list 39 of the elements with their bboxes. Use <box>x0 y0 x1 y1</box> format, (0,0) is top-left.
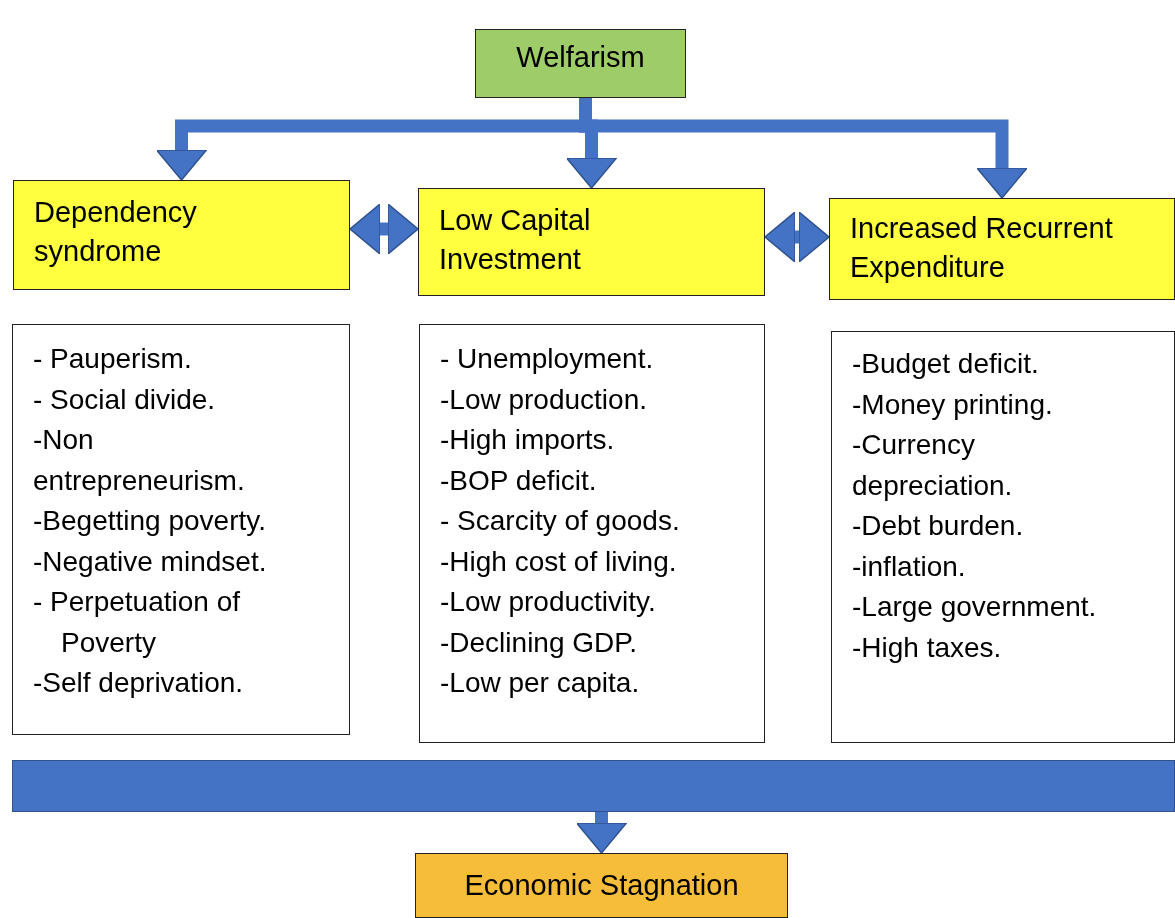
result-box <box>415 853 788 918</box>
node-title: Low Capital Investment <box>439 203 592 278</box>
root-box <box>475 29 686 98</box>
list-item: -High cost of living. <box>440 544 678 579</box>
block-arrow <box>575 812 628 854</box>
list-item: - Perpetuation of Poverty <box>33 585 242 660</box>
list-item: -Low productivity. <box>440 585 657 619</box>
list-item: -High imports. <box>440 423 616 457</box>
list-item: -Non entrepreneurism. <box>33 423 246 498</box>
cause-box <box>829 198 1175 300</box>
list-item: -BOP deficit. <box>440 463 598 498</box>
list-box <box>12 324 350 735</box>
list-item: -Budget deficit. <box>852 347 1040 381</box>
list-item: -Large government. <box>852 590 1098 624</box>
list-box <box>831 331 1175 743</box>
list-item: -Self deprivation. <box>33 666 245 700</box>
list-item: -Begetting poverty. <box>33 504 267 538</box>
list-item: -Money printing. <box>852 387 1054 422</box>
list-item: -High taxes. <box>852 630 1003 665</box>
block-arrow <box>349 203 419 255</box>
list-item: - Unemployment. <box>440 342 655 376</box>
node-title: Welfarism <box>515 40 646 75</box>
list-item: - Scarcity of goods. <box>440 504 681 538</box>
list-item: -Low per capita. <box>440 666 641 700</box>
list-item: -Debt burden. <box>852 509 1025 543</box>
list-box <box>419 324 765 743</box>
list-item: - Social divide. <box>33 382 217 417</box>
band-bar <box>12 760 1175 812</box>
cause-box <box>418 188 765 296</box>
list-item: -Declining GDP. <box>440 625 639 660</box>
list-item: - Pauperism. <box>33 342 193 376</box>
list-item: -inflation. <box>852 549 967 584</box>
node-title: Increased Recurrent Expenditure <box>850 211 1114 286</box>
list-item: -Currency depreciation. <box>852 428 1014 503</box>
list-item: -Low production. <box>440 382 648 417</box>
node-title: Dependency syndrome <box>34 195 198 270</box>
cause-box <box>13 180 350 290</box>
node-title: Economic Stagnation <box>463 868 740 903</box>
list-item: -Negative mindset. <box>33 544 268 579</box>
